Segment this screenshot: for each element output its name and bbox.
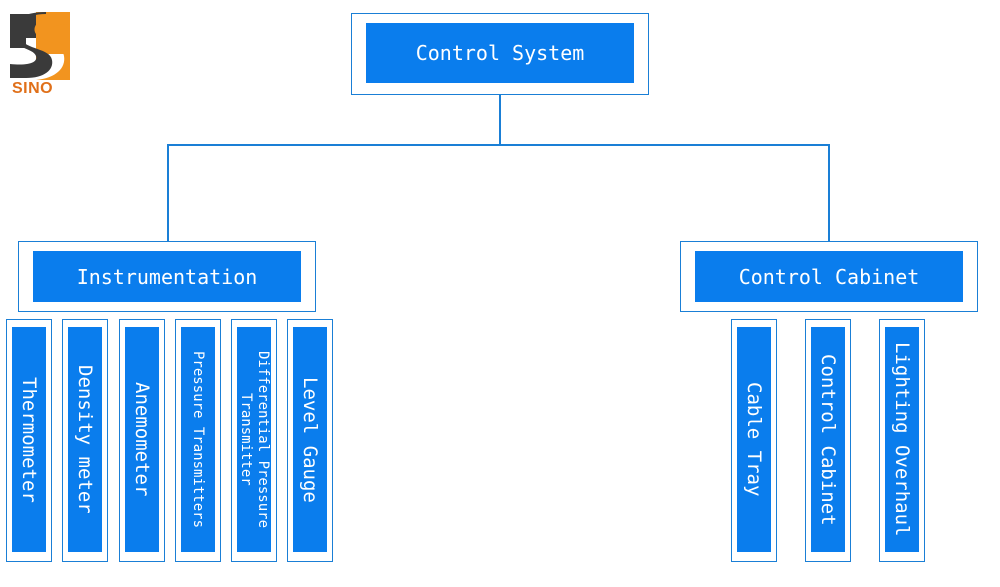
leaf-thermometer-label: Thermometer: [18, 376, 40, 503]
connector-right-down: [828, 144, 830, 242]
branch-instrumentation: Instrumentation: [33, 251, 301, 302]
leaf-pressure-transmitters-label: Pressure Transmitters: [190, 350, 206, 528]
root-node-label: Control System: [415, 41, 585, 65]
logo-text: SINO: [12, 80, 54, 97]
leaf-control-cabinet: Control Cabinet: [811, 327, 845, 552]
leaf-cable-tray: Cable Tray: [737, 327, 771, 552]
leaf-density-meter-label: Density meter: [74, 365, 96, 514]
connector-left-down: [167, 144, 169, 242]
leaf-anemometer: Anemometer: [125, 327, 159, 552]
branch-control-cabinet-label: Control Cabinet: [738, 264, 920, 289]
leaf-lighting-overhaul: Lighting Overhaul: [885, 327, 919, 552]
leaf-thermometer: Thermometer: [12, 327, 46, 552]
root-node: Control System: [366, 23, 634, 83]
leaf-level-gauge-label: Level Gauge: [299, 376, 321, 503]
connector-horizontal: [167, 144, 830, 146]
branch-control-cabinet: Control Cabinet: [695, 251, 963, 302]
leaf-anemometer-label: Anemometer: [131, 382, 153, 497]
connector-root-down: [499, 94, 501, 145]
leaf-control-cabinet-label: Control Cabinet: [817, 353, 839, 526]
sino-logo: [10, 12, 70, 80]
leaf-level-gauge: Level Gauge: [293, 327, 327, 552]
leaf-pressure-transmitters: Pressure Transmitters: [181, 327, 215, 552]
leaf-density-meter: Density meter: [68, 327, 102, 552]
leaf-differential-pressure: Differential Pressure Transmitter: [237, 327, 271, 552]
branch-instrumentation-label: Instrumentation: [76, 264, 258, 289]
leaf-cable-tray-label: Cable Tray: [743, 382, 765, 497]
leaf-lighting-overhaul-label: Lighting Overhaul: [891, 342, 913, 537]
leaf-differential-pressure-label: Differential Pressure Transmitter: [238, 350, 271, 528]
